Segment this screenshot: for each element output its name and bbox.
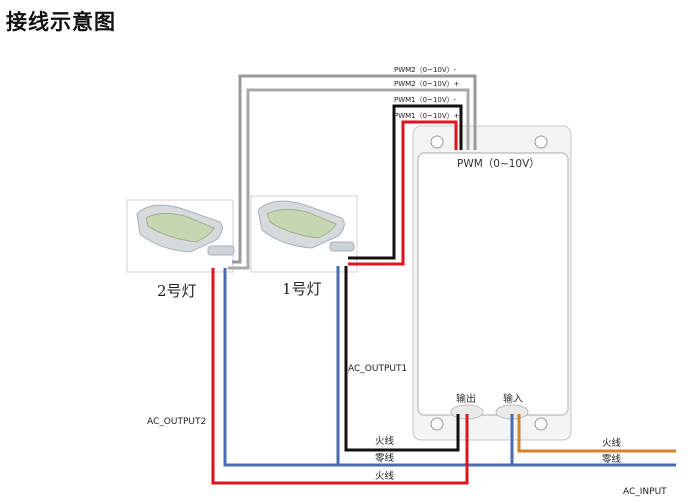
wire-neutral-input [510, 414, 676, 467]
lamp-2-led-panel [145, 213, 215, 243]
wire-neutral-lamp2 [223, 268, 338, 467]
lamp-1-label: 1号灯 [282, 280, 322, 298]
controller-box: PWM（0~10V） 输出 输入 [412, 125, 572, 441]
screw-hole [430, 417, 444, 431]
output-port-label: 输出 [456, 392, 476, 405]
live-in-label: 火线 [602, 437, 622, 449]
ac-output1-label: AC_OUTPUT1 [348, 364, 407, 374]
wire-live-out-lamp2 [211, 268, 469, 485]
screw-hole [534, 135, 548, 149]
ac-wires [211, 266, 676, 485]
lamp-2-label: 2号灯 [157, 282, 197, 300]
pwm-port-label: PWM（0~10V） [457, 158, 540, 170]
lamp-2-arm [207, 245, 235, 256]
screw-hole [534, 417, 548, 431]
ac-input-label: AC_INPUT [623, 487, 667, 497]
lamp-2: 2号灯 [126, 199, 235, 300]
pwm-wires [228, 74, 477, 270]
wire-pwm2-plus [228, 88, 470, 270]
neutral-in-label: 零线 [602, 453, 622, 465]
wire-live-input [517, 414, 676, 453]
wire-pwm1-plus [348, 120, 458, 266]
wire-pwm1-minus [348, 104, 463, 260]
diagram-title: 接线示意图 [6, 10, 116, 34]
live-out2-label: 火线 [375, 470, 395, 482]
lamp-1-arm [329, 241, 355, 252]
pwm2-minus-label: PWM2（0~10V）- [394, 66, 457, 74]
wire-live-out-lamp1 [344, 266, 460, 452]
input-port-label: 输入 [503, 392, 523, 405]
wire-neutral-lamp1 [336, 266, 512, 467]
wire-pwm2-minus [232, 74, 477, 264]
pwm1-plus-label: PWM1（0~10V）+ [394, 112, 460, 120]
neutral-out-label: 零线 [375, 452, 395, 464]
controller-front-panel [417, 152, 569, 416]
pwm2-plus-label: PWM2（0~10V）+ [394, 80, 460, 88]
lamp-1-led-panel [266, 209, 337, 239]
live-out-label: 火线 [375, 435, 395, 447]
pwm1-minus-label: PWM1（0~10V）- [394, 96, 457, 104]
ac-output2-label: AC_OUTPUT2 [147, 417, 206, 427]
lamp-1: 1号灯 [250, 195, 358, 298]
screw-hole [430, 135, 444, 149]
